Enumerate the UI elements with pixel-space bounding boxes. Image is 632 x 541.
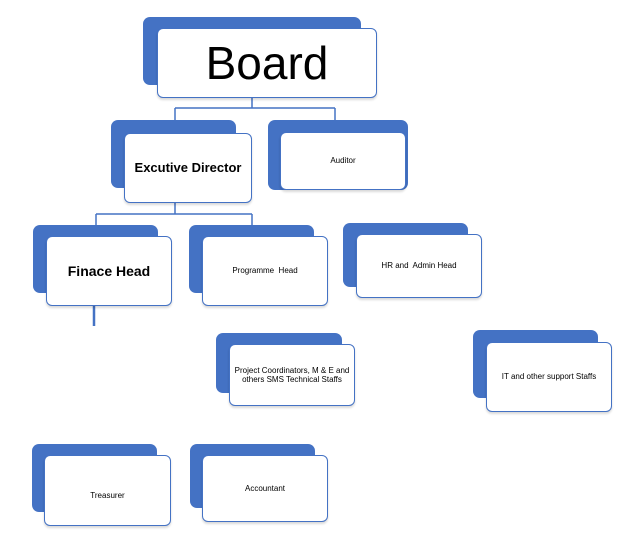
hr-admin-head-label: HR and Admin Head xyxy=(381,261,457,271)
auditor-label: Auditor xyxy=(330,156,356,166)
accountant-label: Accountant xyxy=(244,483,286,493)
executive-director-label: Excutive Director xyxy=(134,159,242,175)
finance-head-label: Finace Head xyxy=(67,262,151,279)
board-label: Board xyxy=(205,36,329,89)
project-coordinators-label: Project Coordinators, M & E and others S… xyxy=(234,365,350,384)
it-support-staffs-label: IT and other support Staffs xyxy=(501,372,597,382)
treasurer-label: Treasurer xyxy=(90,490,125,500)
programme-head-label: Programme Head xyxy=(232,266,298,276)
